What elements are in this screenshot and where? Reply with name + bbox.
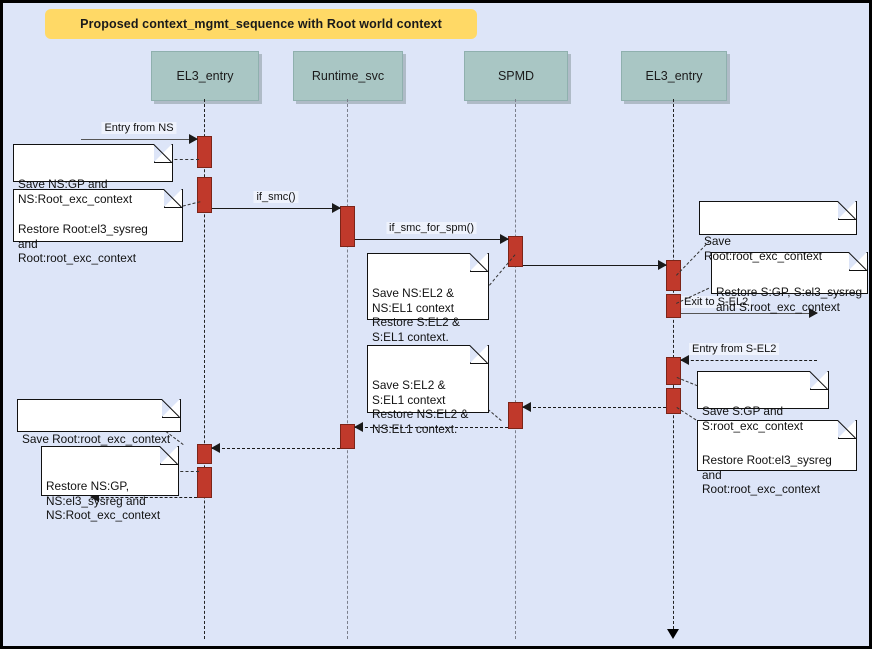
note-restore-root-el3-sysreg: Restore Root:el3_sysreg and Root:root_ex… — [13, 189, 183, 265]
participant-label: SPMD — [497, 69, 535, 83]
message-label: if_smc() — [253, 191, 299, 203]
note-fold-icon — [164, 189, 182, 208]
arrowhead-icon — [522, 402, 531, 412]
activation-bar — [340, 424, 355, 449]
arrowhead-icon — [90, 492, 99, 502]
message-label: Exit to S-EL2 — [681, 296, 752, 308]
note-connector — [489, 254, 516, 286]
lifeline-runtime-svc — [347, 99, 348, 639]
note-fold-icon — [838, 201, 856, 220]
participant-runtime-svc[interactable]: Runtime_svc — [293, 51, 403, 101]
note-fold-icon — [162, 399, 180, 418]
activation-bar — [666, 260, 681, 291]
note-restore-root-el3-sysreg-lower: Restore Root:el3_sysreg and Root:root_ex… — [697, 420, 857, 496]
arrowhead-icon — [189, 134, 198, 144]
message-line — [81, 139, 197, 140]
arrowhead-icon — [354, 422, 363, 432]
participant-label: Runtime_svc — [311, 69, 385, 83]
arrowhead-icon — [332, 203, 341, 213]
note-connector — [175, 471, 199, 472]
message-label: Entry from NS — [101, 122, 177, 134]
message-line — [212, 208, 340, 209]
activation-bar — [508, 236, 523, 267]
note-fold-icon — [838, 420, 856, 439]
note-save-root-exc-context-upper: Save Root:root_exc_context — [699, 201, 857, 263]
arrowhead-icon — [500, 234, 509, 244]
note-restore-ns-gp: Restore NS:GP, NS:el3_sysreg and NS:Root… — [41, 446, 179, 522]
message-line — [212, 448, 340, 449]
participant-el3-entry-left[interactable]: EL3_entry — [151, 51, 259, 101]
lifeline-el3-entry-left — [204, 99, 205, 639]
note-save-ns-gp: Save NS:GP and NS:Root_exc_context — [13, 144, 173, 206]
note-save-s-el2-restore-ns-el2: Save S:EL2 & S:EL1 context Restore NS:EL… — [367, 345, 489, 436]
message-line — [523, 407, 666, 408]
activation-bar — [197, 444, 212, 464]
message-label: Entry from S-EL2 — [689, 343, 780, 355]
message-line — [681, 313, 817, 314]
note-fold-icon — [849, 252, 867, 271]
lifeline-end-arrow-icon — [667, 629, 679, 639]
activation-bar — [197, 177, 212, 213]
activation-bar — [666, 388, 681, 414]
diagram-title-banner: Proposed context_mgmt_sequence with Root… — [45, 9, 477, 39]
note-connector — [169, 159, 199, 160]
arrowhead-icon — [809, 308, 818, 318]
note-fold-icon — [470, 345, 488, 364]
lifeline-spmd — [515, 99, 516, 639]
message-line — [681, 360, 817, 361]
participant-spmd[interactable]: SPMD — [464, 51, 568, 101]
arrowhead-icon — [658, 260, 667, 270]
note-fold-icon — [810, 371, 828, 390]
activation-bar — [197, 136, 212, 168]
arrowhead-icon — [211, 443, 220, 453]
page-title: Proposed context_mgmt_sequence with Root… — [80, 17, 442, 31]
note-save-ns-el2-restore-s-el2: Save NS:EL2 & NS:EL1 context Restore S:E… — [367, 253, 489, 344]
arrowhead-icon — [680, 355, 689, 365]
activation-bar — [340, 206, 355, 247]
note-restore-s-gp: Restore S:GP, S:el3_sysreg and S:root_ex… — [711, 252, 868, 314]
message-line — [355, 427, 508, 428]
participant-label: EL3_entry — [645, 69, 703, 83]
note-fold-icon — [154, 144, 172, 163]
note-fold-icon — [160, 446, 178, 465]
participant-label: EL3_entry — [176, 69, 234, 83]
message-line — [523, 265, 666, 266]
note-fold-icon — [470, 253, 488, 272]
participant-el3-entry-right[interactable]: EL3_entry — [621, 51, 727, 101]
activation-bar — [508, 402, 523, 429]
activation-bar — [666, 294, 681, 318]
note-save-root-exc-context-lower: Save Root:root_exc_context — [17, 399, 181, 446]
message-label: if_smc_for_spm() — [386, 222, 477, 234]
note-save-s-gp: Save S:GP and S:root_exc_context — [697, 371, 829, 433]
message-line — [91, 497, 197, 498]
activation-bar — [197, 467, 212, 498]
message-line — [355, 239, 508, 240]
activation-bar — [666, 357, 681, 385]
